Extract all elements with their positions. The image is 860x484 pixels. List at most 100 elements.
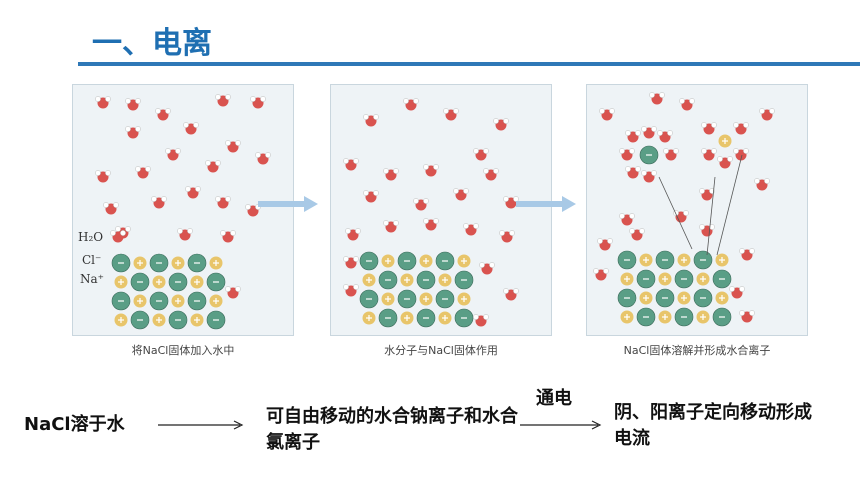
chloride-ion — [636, 269, 656, 289]
chloride-ion — [206, 310, 226, 330]
chloride-ion — [655, 250, 675, 270]
chloride-ion — [712, 307, 732, 327]
chloride-ion — [149, 291, 169, 311]
water-molecule — [754, 178, 770, 191]
water-molecule — [413, 198, 429, 211]
chloride-ion — [674, 269, 694, 289]
panel-1-illustration — [95, 94, 271, 330]
chloride-ion — [397, 251, 417, 271]
water-molecule — [759, 108, 775, 121]
label-h2o: H₂O — [78, 230, 104, 244]
water-molecule — [255, 152, 271, 165]
sodium-ion — [209, 256, 223, 270]
chloride-ion — [435, 251, 455, 271]
water-molecule — [733, 122, 749, 135]
water-molecule — [177, 228, 193, 241]
sodium-ion — [171, 294, 185, 308]
chloride-ion — [712, 269, 732, 289]
section-title: 一、电离 — [92, 26, 212, 61]
chloride-ion — [111, 253, 131, 273]
panel-hydrated-ions — [586, 84, 808, 336]
water-molecule — [453, 188, 469, 201]
water-molecule — [679, 98, 695, 111]
chloride-ion — [130, 272, 150, 292]
movement-arrow — [706, 176, 716, 256]
water-molecule — [215, 196, 231, 209]
water-molecule — [363, 190, 379, 203]
caption-panel-3: NaCl固体溶解并形成水合离子 — [623, 344, 771, 357]
label-cl: Cl⁻ — [82, 253, 102, 267]
water-molecule — [733, 148, 749, 161]
flow-arrow-1 — [258, 196, 318, 212]
sodium-ion — [620, 310, 634, 324]
water-molecule — [165, 148, 181, 161]
sodium-ion — [400, 273, 414, 287]
equation-start: NaCl溶于水 — [24, 414, 125, 435]
sodium-ion — [419, 292, 433, 306]
sodium-ion — [457, 254, 471, 268]
sodium-ion — [457, 292, 471, 306]
sodium-ion — [190, 313, 204, 327]
sodium-ion — [639, 253, 653, 267]
chloride-ion — [693, 288, 713, 308]
water-molecule — [343, 284, 359, 297]
water-molecule — [473, 314, 489, 327]
equation-end: 阴、阳离子定向移动形成电流 — [614, 402, 812, 449]
chloride-ion — [435, 289, 455, 309]
chloride-ion — [636, 307, 656, 327]
water-molecule — [641, 170, 657, 183]
equation-arrow-2 — [520, 418, 604, 432]
label-na: Na⁺ — [80, 272, 104, 286]
sodium-ion — [658, 272, 672, 286]
water-molecule — [183, 122, 199, 135]
water-molecule — [250, 96, 266, 109]
water-molecule — [125, 126, 141, 139]
water-molecule — [701, 122, 717, 135]
sodium-ion — [362, 311, 376, 325]
chloride-ion — [359, 251, 379, 271]
chloride-ion — [693, 250, 713, 270]
chloride-ion — [454, 308, 474, 328]
sodium-ion — [696, 310, 710, 324]
water-molecule — [155, 108, 171, 121]
panel-water-interaction — [330, 84, 552, 336]
sodium-ion — [381, 292, 395, 306]
sodium-ion — [438, 273, 452, 287]
chloride-ion — [130, 310, 150, 330]
water-molecule — [503, 288, 519, 301]
water-molecule — [473, 148, 489, 161]
caption-panel-2: 水分子与NaCl固体作用 — [384, 344, 498, 357]
sodium-ion — [209, 294, 223, 308]
water-molecule — [383, 220, 399, 233]
water-molecule — [699, 188, 715, 201]
sodium-ion — [677, 291, 691, 305]
sodium-ion — [639, 291, 653, 305]
water-molecule — [103, 202, 119, 215]
chloride-ion — [639, 145, 659, 165]
water-molecule — [95, 96, 111, 109]
water-molecule — [717, 156, 733, 169]
water-molecule — [383, 168, 399, 181]
water-molecule — [110, 230, 126, 243]
water-molecule — [205, 160, 221, 173]
water-molecule — [343, 256, 359, 269]
water-molecule — [220, 230, 236, 243]
water-molecule — [423, 164, 439, 177]
water-molecule — [663, 148, 679, 161]
water-molecule — [619, 213, 635, 226]
water-molecule — [629, 228, 645, 241]
chloride-ion — [397, 289, 417, 309]
movement-arrow — [658, 176, 693, 250]
sodium-ion — [718, 134, 732, 148]
chloride-ion — [187, 291, 207, 311]
panel-2-illustration — [343, 98, 519, 328]
water-molecule — [503, 196, 519, 209]
chloride-ion — [416, 308, 436, 328]
sodium-ion — [190, 275, 204, 289]
water-molecule — [225, 140, 241, 153]
chloride-ion — [206, 272, 226, 292]
equation-middle: 可自由移动的水合钠离子和水合氯离子 — [266, 406, 518, 453]
sodium-ion — [362, 273, 376, 287]
flow-arrow-2 — [516, 196, 576, 212]
water-molecule — [343, 158, 359, 171]
